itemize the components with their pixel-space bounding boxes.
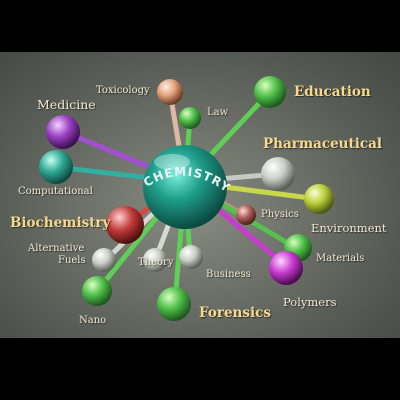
node-physics <box>236 205 256 225</box>
node-education <box>254 76 286 108</box>
node-biochemistry <box>106 206 144 244</box>
node-polymers <box>269 251 303 285</box>
node-nano <box>82 276 112 306</box>
label-fuels: Fuels <box>58 255 86 266</box>
label-education: Education <box>294 84 371 100</box>
node-law <box>179 107 201 129</box>
node-medicine <box>46 115 80 149</box>
node-toxicology <box>157 79 183 105</box>
node-environment <box>304 184 334 214</box>
label-nano: Nano <box>79 315 107 326</box>
label-materials: Materials <box>316 253 365 264</box>
label-alternative: Alternative <box>28 243 85 254</box>
node-forensics <box>157 287 191 321</box>
node-computational <box>39 150 73 184</box>
label-physics: Physics <box>261 209 299 220</box>
hub-sphere <box>143 145 227 229</box>
diagram-canvas: CHEMISTRY Toxicology Law Education Medic… <box>0 52 400 338</box>
label-theory: Theory <box>138 257 174 268</box>
label-pharmaceutical: Pharmaceutical <box>263 136 382 152</box>
label-computational: Computational <box>18 186 93 197</box>
label-medicine: Medicine <box>37 97 96 112</box>
label-environment: Environment <box>311 221 387 235</box>
node-alternative-fuels <box>92 248 116 272</box>
node-business <box>179 245 203 269</box>
node-pharmaceutical <box>261 157 295 191</box>
label-business: Business <box>206 269 251 280</box>
label-biochemistry: Biochemistry <box>10 215 111 231</box>
label-law: Law <box>207 107 229 118</box>
hub-highlight <box>154 154 190 170</box>
label-polymers: Polymers <box>283 295 337 309</box>
node-theory <box>143 248 167 272</box>
label-toxicology: Toxicology <box>96 85 150 96</box>
label-forensics: Forensics <box>199 305 271 321</box>
connection-graph: CHEMISTRY <box>39 76 334 321</box>
